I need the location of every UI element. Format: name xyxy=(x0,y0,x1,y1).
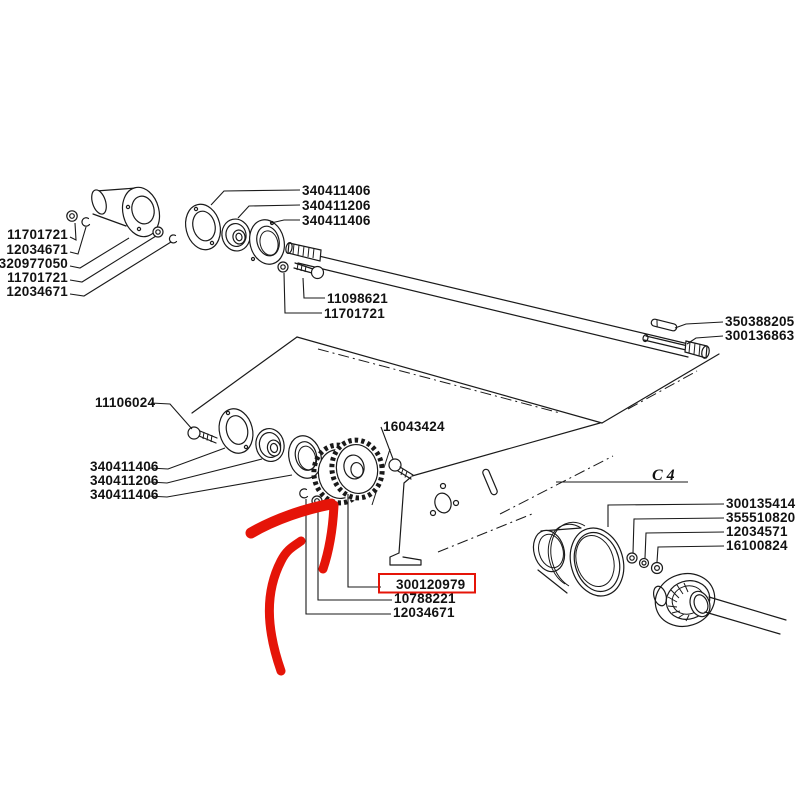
washer xyxy=(626,552,638,564)
middle-assembly xyxy=(187,408,414,507)
highlight-box xyxy=(378,573,476,594)
snap-ring xyxy=(168,234,178,244)
washer xyxy=(638,557,650,569)
part-label: 12034671 xyxy=(393,605,455,620)
part-label: 340411206 xyxy=(302,198,371,213)
double-sprocket xyxy=(311,437,385,506)
shaft-spline-right xyxy=(684,340,710,359)
part-label: 355510820 xyxy=(726,510,795,525)
bearing xyxy=(221,218,251,252)
nut xyxy=(66,210,78,222)
part-label: 340411406 xyxy=(302,183,371,198)
part-label: 340411406 xyxy=(90,459,159,474)
slot-hole xyxy=(482,468,498,496)
bolt xyxy=(388,458,414,480)
leader-lines xyxy=(69,189,725,615)
section-line-c4 xyxy=(499,455,688,515)
part-label: 12034671 xyxy=(6,242,68,257)
labels: 11701721 12034671 320977050 11701721 120… xyxy=(0,183,796,620)
part-label-highlighted: 300120979 xyxy=(396,577,465,592)
lower-right-assembly xyxy=(532,521,787,635)
shaft-keyway xyxy=(642,334,689,351)
flange-ring xyxy=(249,219,285,265)
part-label: 11106024 xyxy=(95,395,155,410)
upper-assembly xyxy=(66,186,325,280)
part-label: 16100824 xyxy=(726,538,788,553)
snap-ring xyxy=(299,488,309,499)
bolt xyxy=(187,426,218,444)
shaft-key xyxy=(650,318,678,332)
bolt xyxy=(293,262,325,280)
part-label: 11701721 xyxy=(324,306,385,321)
part-label: 350388205 xyxy=(725,314,795,329)
part-label: 12034571 xyxy=(726,524,788,539)
snap-ring xyxy=(81,217,91,227)
part-label: 340411206 xyxy=(90,473,159,488)
nut xyxy=(152,226,164,238)
part-label: 300136863 xyxy=(725,328,795,343)
part-label: 320977050 xyxy=(0,256,68,271)
part-label: 11701721 xyxy=(7,227,68,242)
part-label: 11701721 xyxy=(7,270,68,285)
nut xyxy=(277,261,289,273)
nut xyxy=(650,561,664,575)
part-label: 340411406 xyxy=(90,487,159,502)
cv-joint xyxy=(653,572,787,635)
flange-disc xyxy=(184,203,222,251)
deck-panel xyxy=(191,336,720,424)
part-label: 340411406 xyxy=(302,213,371,228)
red-arrow xyxy=(245,498,339,676)
part-label: 12034671 xyxy=(6,284,68,299)
part-label: 300135414 xyxy=(726,496,796,511)
sleeve-bushing xyxy=(91,186,161,238)
part-label: 10788221 xyxy=(394,591,456,606)
drum-housing xyxy=(532,521,625,597)
part-label: 11098621 xyxy=(327,291,388,306)
support-bracket xyxy=(389,468,498,566)
shaft-spline-left xyxy=(285,241,322,262)
section-label: C 4 xyxy=(652,467,675,484)
output-shaft xyxy=(704,596,787,635)
bearing xyxy=(255,428,285,462)
drive-shaft xyxy=(285,241,710,359)
red-highlight xyxy=(245,498,476,676)
part-label: 16043424 xyxy=(383,419,445,434)
flange-disc xyxy=(218,408,254,454)
apron-panel xyxy=(371,422,688,566)
